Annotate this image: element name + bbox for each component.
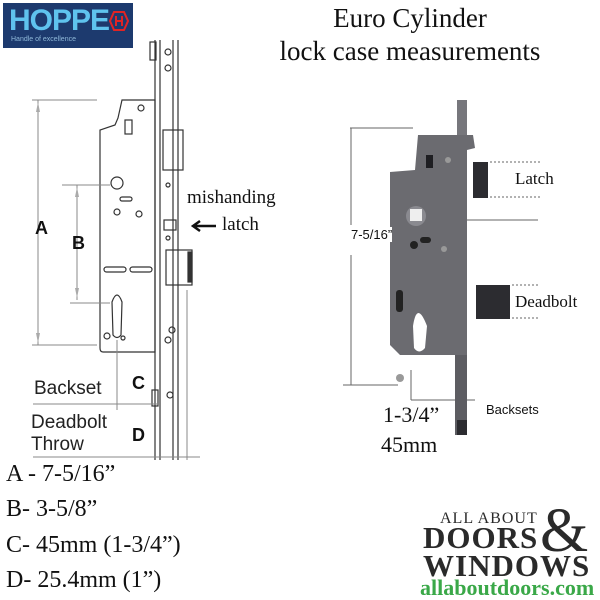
backset-mm: 45mm [381, 432, 438, 457]
deadbolt-throw-line-2: Throw [31, 434, 84, 455]
hoppe-logo: HOPPE Handle of excellence [3, 3, 133, 48]
dimension-label-a: A [35, 218, 48, 238]
dimension-label-d: D [132, 425, 145, 445]
hoppe-hexagon-logo-icon [109, 11, 129, 31]
left-arrow-icon [190, 219, 216, 233]
left-lock-line-drawing [32, 40, 200, 460]
brand-line-all-about: ALL ABOUT [440, 510, 538, 527]
mishanding-latch-label: latch [222, 214, 259, 235]
deadbolt-throw-line-1: Deadbolt [31, 412, 108, 433]
brand-url-link[interactable]: allaboutdoors.com [420, 575, 595, 600]
backset-inches: 1-3/4” [383, 402, 440, 427]
height-label: 7-5/16” [351, 227, 393, 242]
deadbolt-label: Deadbolt [515, 292, 578, 311]
right-lock-photo [343, 100, 540, 435]
deadbolt-throw-label: Deadbolt Throw [31, 412, 107, 456]
brand-line-windows: WINDOWS [423, 548, 591, 583]
dimension-label-c: C [132, 373, 145, 393]
logo-tagline: Handle of excellence [11, 36, 76, 43]
backsets-label: Backsets [486, 402, 539, 417]
measurement-c: C- 45mm (1-3/4”) [6, 532, 181, 558]
measurement-a: A - 7-5/16” [6, 461, 116, 487]
title-line-1: Euro Cylinder [333, 3, 487, 33]
brand-ampersand: & [540, 497, 589, 565]
mishanding-label: mishanding [187, 187, 276, 208]
latch-label: Latch [515, 169, 554, 188]
backset-label: Backset [34, 378, 102, 399]
dimension-label-b: B [72, 233, 85, 253]
measurement-d: D- 25.4mm (1”) [6, 567, 162, 593]
brand-line-doors: DOORS [423, 520, 539, 555]
title-line-2: lock case measurements [279, 36, 541, 66]
logo-wordmark: HOPPE [9, 4, 110, 37]
page-title: Euro Cylinder lock case measurements [220, 2, 600, 68]
measurement-b: B- 3-5/8” [6, 496, 98, 522]
